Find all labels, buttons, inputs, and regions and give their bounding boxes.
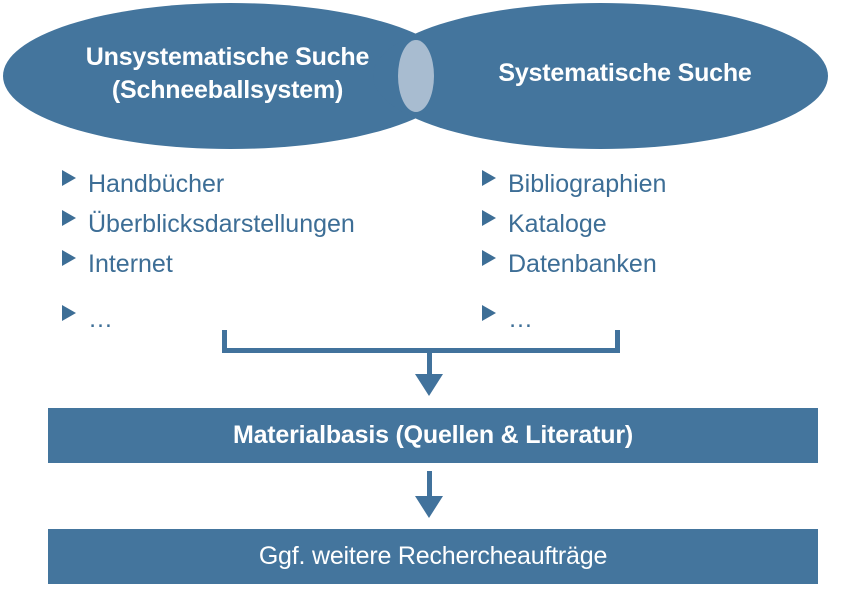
venn-label-unsystematic-line2: (Schneeballsystem) [111, 76, 344, 104]
merge-bracket [222, 330, 620, 353]
list-item-label: Kataloge [508, 210, 607, 238]
list-item: … [62, 305, 462, 345]
triangle-right-icon [482, 305, 496, 321]
triangle-right-icon [482, 170, 496, 186]
triangle-right-icon [482, 250, 496, 266]
bar-rechercheauftraege: Ggf. weitere Rechercheaufträge [48, 529, 818, 584]
bar-rechercheauftraege-label: Ggf. weitere Rechercheaufträge [258, 542, 608, 570]
venn-ellipse-systematic [373, 3, 828, 149]
list-item-label: Handbücher [88, 170, 225, 198]
bar-materialbasis: Materialbasis (Quellen & Literatur) [48, 408, 818, 463]
list-item: Überblicksdarstellungen [62, 210, 462, 250]
venn-overlap-lens [398, 40, 434, 112]
triangle-right-icon [482, 210, 496, 226]
venn-label-unsystematic-line1: Unsystematische Suche [85, 43, 370, 71]
list-item: Datenbanken [482, 250, 822, 290]
triangle-right-icon [62, 305, 76, 321]
arrow-down-to-rechercheauftraege [415, 471, 443, 520]
list-item: Handbücher [62, 170, 462, 210]
list-item-label: … [508, 305, 533, 333]
venn-label-systematic-line1: Systematische Suche [498, 59, 752, 87]
bar-materialbasis-label: Materialbasis (Quellen & Literatur) [232, 421, 634, 449]
list-item-label: … [88, 305, 113, 333]
list-item-label: Überblicksdarstellungen [88, 210, 355, 238]
arrow-down-to-materialbasis [415, 353, 443, 396]
list-item: Bibliographien [482, 170, 822, 210]
venn-label-systematic: Systematische Suche [430, 57, 820, 90]
arrow-shaft [426, 471, 432, 497]
arrow-shaft [426, 353, 432, 375]
list-item-label: Internet [88, 250, 173, 278]
list-item-label: Datenbanken [508, 250, 657, 278]
triangle-right-icon [62, 170, 76, 186]
venn-label-unsystematic: Unsystematische Suche (Schneeballsystem) [30, 41, 425, 107]
bullet-list-unsystematic: Handbücher Überblicksdarstellungen Inter… [62, 170, 462, 345]
bullet-list-systematic: Bibliographien Kataloge Datenbanken … [482, 170, 822, 345]
triangle-right-icon [62, 250, 76, 266]
list-item: … [482, 305, 822, 345]
triangle-right-icon [62, 210, 76, 226]
arrow-head-icon [415, 496, 443, 518]
list-item: Kataloge [482, 210, 822, 250]
arrow-head-icon [415, 374, 443, 396]
list-item-label: Bibliographien [508, 170, 667, 198]
list-item: Internet [62, 250, 462, 290]
